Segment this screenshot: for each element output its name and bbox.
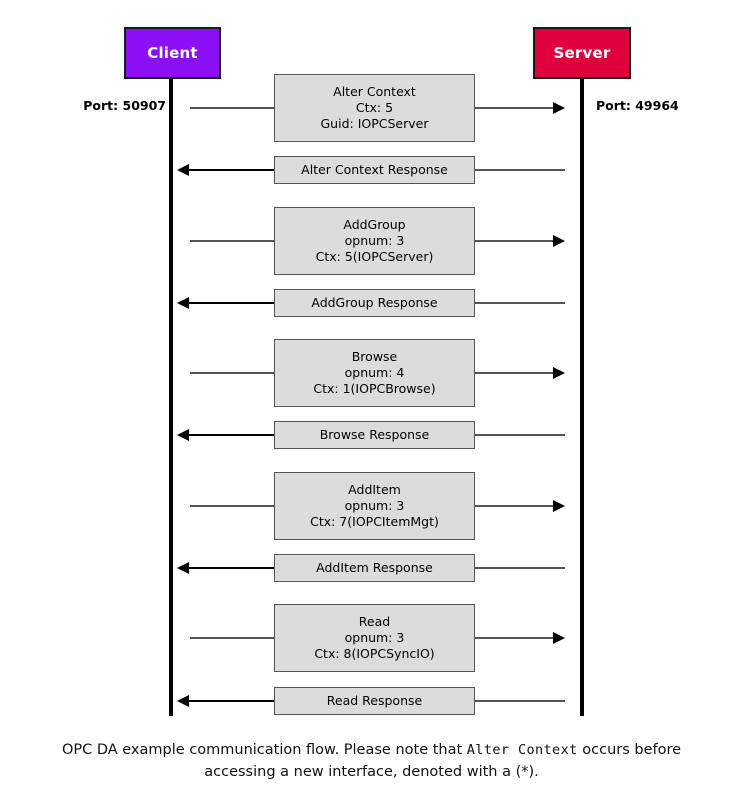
actor-server-box: Server [533,27,631,79]
connector-right-browse [475,372,555,374]
connector-left-addgroup-response [179,302,274,304]
arrowhead-left-alter-context-response [177,164,189,176]
message-box-read-response: Read Response [274,687,475,715]
message-line: Browse [351,349,398,364]
message-box-browse-response: Browse Response [274,421,475,449]
message-line: AddGroup Response [311,295,438,310]
lifeline-server [580,79,584,716]
message-line: Ctx: 5(IOPCServer) [315,249,434,264]
port-label-server: Port: 49964 [596,98,679,113]
message-line: Alter Context Response [301,162,448,177]
message-line: Ctx: 1(IOPCBrowse) [313,381,436,396]
message-line: opnum: 4 [344,365,405,380]
arrowhead-left-addgroup-response [177,297,189,309]
connector-left-browse-response [179,434,274,436]
message-line: Ctx: 7(IOPCItemMgt) [310,514,439,529]
message-box-addgroup-response: AddGroup Response [274,289,475,317]
message-line: opnum: 3 [344,630,405,645]
connector-right-addgroup [475,240,555,242]
arrowhead-right-alter-context [553,102,565,114]
actor-server-label: Server [553,44,611,62]
message-line: opnum: 3 [344,233,405,248]
arrowhead-left-browse-response [177,429,189,441]
connector-left-additem-response [179,567,274,569]
message-line: Browse Response [319,427,430,442]
port-label-client: Port: 50907 [83,98,166,113]
message-line: opnum: 3 [344,498,405,513]
connector-left-additem [190,505,274,507]
arrowhead-left-read-response [177,695,189,707]
arrowhead-right-browse [553,367,565,379]
connector-left-read-response [179,700,274,702]
message-line: Read [358,614,391,629]
message-line: AddGroup [343,217,406,232]
actor-client-box: Client [124,27,221,79]
message-box-alter-context-response: Alter Context Response [274,156,475,184]
connector-left-browse [190,372,274,374]
connector-right-addgroup-response [475,302,565,304]
message-line: Guid: IOPCServer [320,116,429,131]
lifeline-client [169,79,173,716]
arrowhead-right-additem [553,500,565,512]
message-line: AddItem Response [316,560,433,575]
connector-right-additem [475,505,555,507]
arrowhead-left-additem-response [177,562,189,574]
connector-right-read [475,637,555,639]
message-box-additem-response: AddItem Response [274,554,475,582]
connector-right-read-response [475,700,565,702]
message-line: Ctx: 5 [355,100,394,115]
arrowhead-right-read [553,632,565,644]
connector-left-alter-context-response [179,169,274,171]
arrowhead-right-addgroup [553,235,565,247]
message-line: Alter Context [333,84,416,99]
connector-left-addgroup [190,240,274,242]
connector-left-alter-context [190,107,274,109]
figure-caption: OPC DA example communication flow. Pleas… [40,740,703,784]
message-line: Read Response [326,693,423,708]
actor-client-label: Client [147,44,198,62]
caption-part1: OPC DA example communication flow. Pleas… [61,742,467,758]
caption-mono-term: Alter Context [466,742,578,758]
message-line: Ctx: 8(IOPCSyncIO) [314,646,435,661]
connector-right-additem-response [475,567,565,569]
connector-right-alter-context [475,107,555,109]
connector-right-alter-context-response [475,169,565,171]
connector-left-read [190,637,274,639]
connector-right-browse-response [475,434,565,436]
message-line: AddItem [348,482,401,497]
caption-part2: occurs before accessing a new interface,… [204,742,682,780]
